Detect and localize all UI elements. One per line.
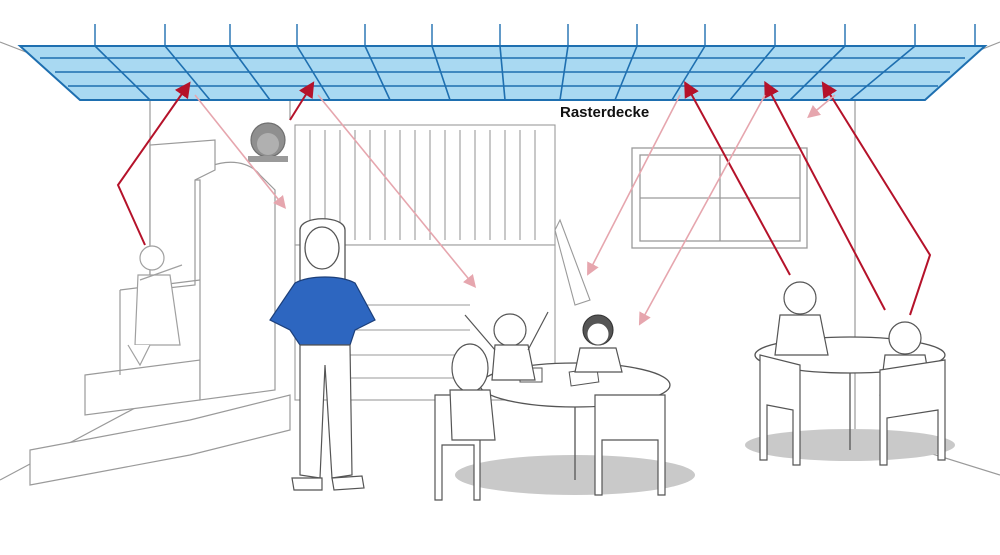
window [631,147,808,249]
center-table-group [434,311,695,501]
right-table-group [745,281,955,466]
grid-ceiling [17,24,988,101]
sound-echo-arrows [194,94,836,326]
ceiling-label: Rasterdecke [560,104,650,121]
stair-podium [29,139,291,486]
sound-reflection-arrows [116,80,932,316]
kneeling-girl [127,245,183,367]
teacher [269,218,376,491]
peeking-child [248,122,288,162]
